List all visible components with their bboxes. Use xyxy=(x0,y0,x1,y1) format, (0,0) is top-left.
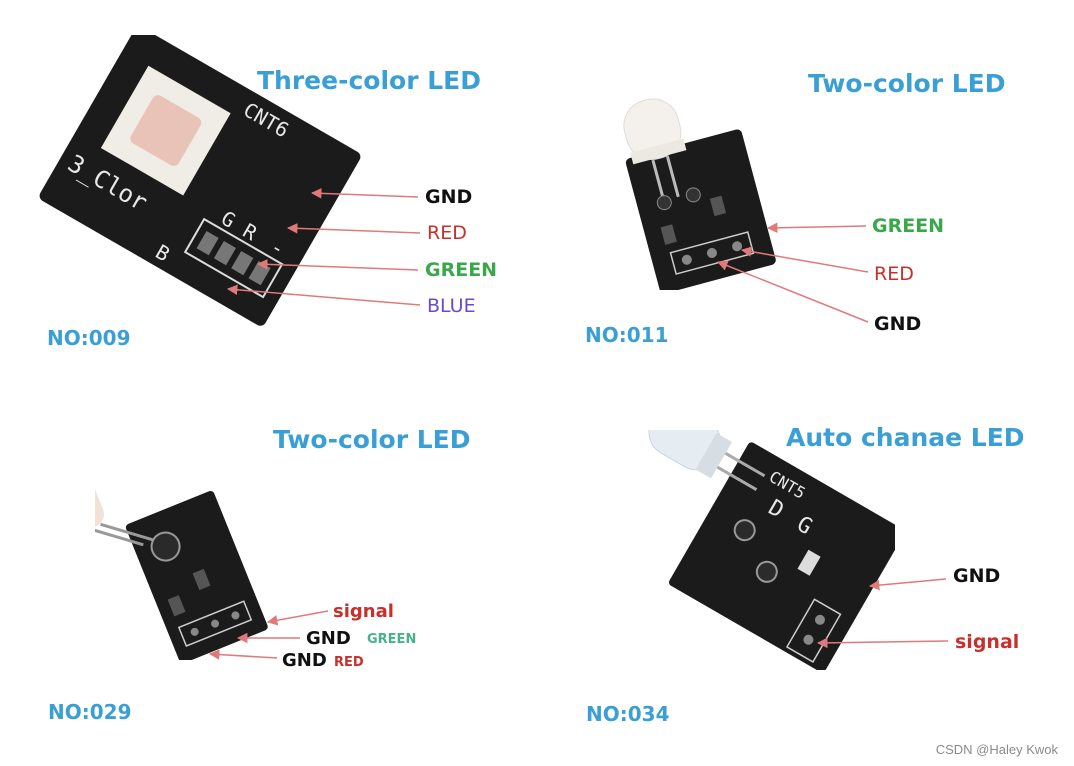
header-outline xyxy=(177,600,253,647)
pin-label-red: RED xyxy=(427,222,467,244)
pcb-board xyxy=(39,35,361,326)
pin-label-green: GREEN xyxy=(425,259,498,281)
arrow-red xyxy=(286,223,421,234)
bicolor-led-module-image xyxy=(623,98,776,290)
arrow-blue xyxy=(226,284,421,306)
arrow-signal xyxy=(266,610,329,626)
pin-label-signal: signal xyxy=(333,601,394,622)
panel-number: NO:034 xyxy=(586,702,670,726)
arrow-red xyxy=(740,246,869,273)
pin-label-signal: signal xyxy=(955,631,1020,653)
header-outline xyxy=(669,231,755,275)
rgb-led-lens xyxy=(130,95,202,166)
panel-title: Two-color LED xyxy=(273,425,471,454)
watermark-text: CSDN @Haley Kwok xyxy=(935,742,1058,757)
rgb-led-module-image: CNT6 3_Clor B G R - xyxy=(39,35,361,326)
header-pin xyxy=(231,250,254,276)
resistor xyxy=(709,195,727,217)
pin-label-gnd-green: GND xyxy=(306,628,351,649)
panel-number: NO:029 xyxy=(48,700,132,724)
arrow-green xyxy=(766,222,867,234)
pin-label-gnd: GND xyxy=(425,186,473,208)
resistor xyxy=(660,224,677,245)
pin-label-blue: BLUE xyxy=(427,295,476,317)
bicolor-led-3mm-module-image xyxy=(95,483,268,660)
arrow-gnd xyxy=(868,578,947,591)
resistor xyxy=(167,595,186,617)
resistor xyxy=(797,549,821,576)
pin-label-green: GREEN xyxy=(367,632,417,647)
pcb-board xyxy=(669,442,895,670)
pcb-board xyxy=(625,129,776,290)
pin-label-red: RED xyxy=(874,263,914,285)
arrow-signal xyxy=(816,637,949,649)
pin-label-green: GREEN xyxy=(872,215,945,237)
arrow-gnd-red xyxy=(208,649,278,660)
panel-title: Three-color LED xyxy=(257,66,481,95)
arrow-gnd xyxy=(310,188,419,199)
arrow-gnd xyxy=(717,260,869,323)
pin-label-gnd: GND xyxy=(874,313,922,335)
panel-number: NO:009 xyxy=(47,326,131,350)
led-rim xyxy=(695,433,733,479)
led-rim xyxy=(630,138,687,165)
header-pin xyxy=(196,230,219,256)
resistor xyxy=(192,568,211,591)
header-outline xyxy=(183,217,284,299)
panel-title: Two-color LED xyxy=(808,69,1006,98)
led-dome xyxy=(95,483,105,528)
pin-label-red: RED xyxy=(334,655,364,670)
auto-flash-led-module-image: CNT5 D G xyxy=(648,430,895,670)
pin-label-gnd: GND xyxy=(953,565,1001,587)
panel-title: Auto chanae LED xyxy=(786,423,1025,452)
pin-label-gnd-red: GND xyxy=(282,650,327,671)
arrow-green xyxy=(256,259,419,271)
header-pin xyxy=(213,240,237,266)
panel-number: NO:011 xyxy=(585,323,669,347)
